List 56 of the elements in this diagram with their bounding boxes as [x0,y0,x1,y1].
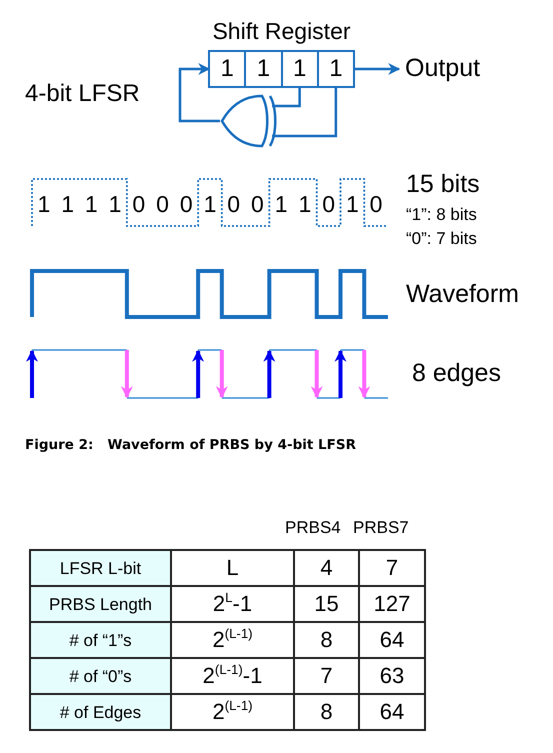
bit-value: 0 [369,193,384,216]
register-cell: 1 [208,50,246,88]
circuit-title: 4-bit LFSR [25,82,140,106]
figure-caption: Figure 2: Waveform of PRBS by 4-bit LFSR [25,439,356,452]
bit-value: 1 [108,193,122,216]
connector-line [272,88,338,138]
bit-value: 1 [274,193,288,216]
table-cell: 2$^{(L-1)}$-1 [171,658,294,694]
row-header-cell: LFSR L-bit [30,550,171,586]
bit-value: 0 [322,193,336,216]
table-cell: 64 [359,622,425,658]
table-cell: 15 [294,586,359,622]
column-heading: PRBS7 [353,519,409,536]
bit-value: 0 [226,193,241,216]
table-cell: 2$^{(L-1)}$ [171,622,294,658]
row-header-cell: # of Edges [30,694,171,730]
row-header-cell: PRBS Length [30,586,171,622]
bit-value: 0 [179,193,194,216]
bit-value: 0 [250,193,264,216]
xor-gate-symbol [220,94,278,148]
arrow [355,63,400,75]
register-title: Shift Register [212,20,351,43]
edge-count-label: 8 edges [412,361,501,386]
table-cell: 7 [359,550,425,586]
table-cell: L [171,550,294,586]
table-cell: 127 [359,586,425,622]
table-cell: 8 [294,622,359,658]
table-cell: 2$^{L}$-1 [171,586,294,622]
arrow [178,63,220,122]
bit-value: 0 [156,193,170,216]
shift-register [208,20,355,88]
column-heading: PRBS4 [285,519,341,536]
register-cell: 1 [280,50,319,88]
bit-value: 0 [132,193,146,216]
zeros-count-label: “0”: 7 bits [406,230,477,247]
waveform-label: Waveform [406,282,519,307]
table-cell: 7 [294,658,359,694]
bit-count-label: 15 bits [406,172,480,197]
row-header-cell: # of “0”s [30,658,171,694]
bit-value: 1 [345,193,360,216]
bit-value: 1 [36,193,51,216]
table-cell: 8 [294,694,359,730]
table-cell: 2$^{(L-1)}$ [171,694,294,730]
bit-value: 1 [298,193,312,216]
table-cell: 4 [294,550,359,586]
register-cell: 1 [316,50,355,88]
row-header-cell: # of “1”s [30,622,171,658]
bit-value: 1 [60,193,75,216]
register-cell: 1 [244,50,282,88]
output-label: Output [405,56,480,81]
bit-value: 1 [202,193,217,216]
bit-value: 1 [84,193,98,216]
table-cell: 64 [359,694,425,730]
connector-line [272,88,301,108]
table-cell: 63 [359,658,425,694]
ones-count-label: “1”: 8 bits [406,206,477,223]
